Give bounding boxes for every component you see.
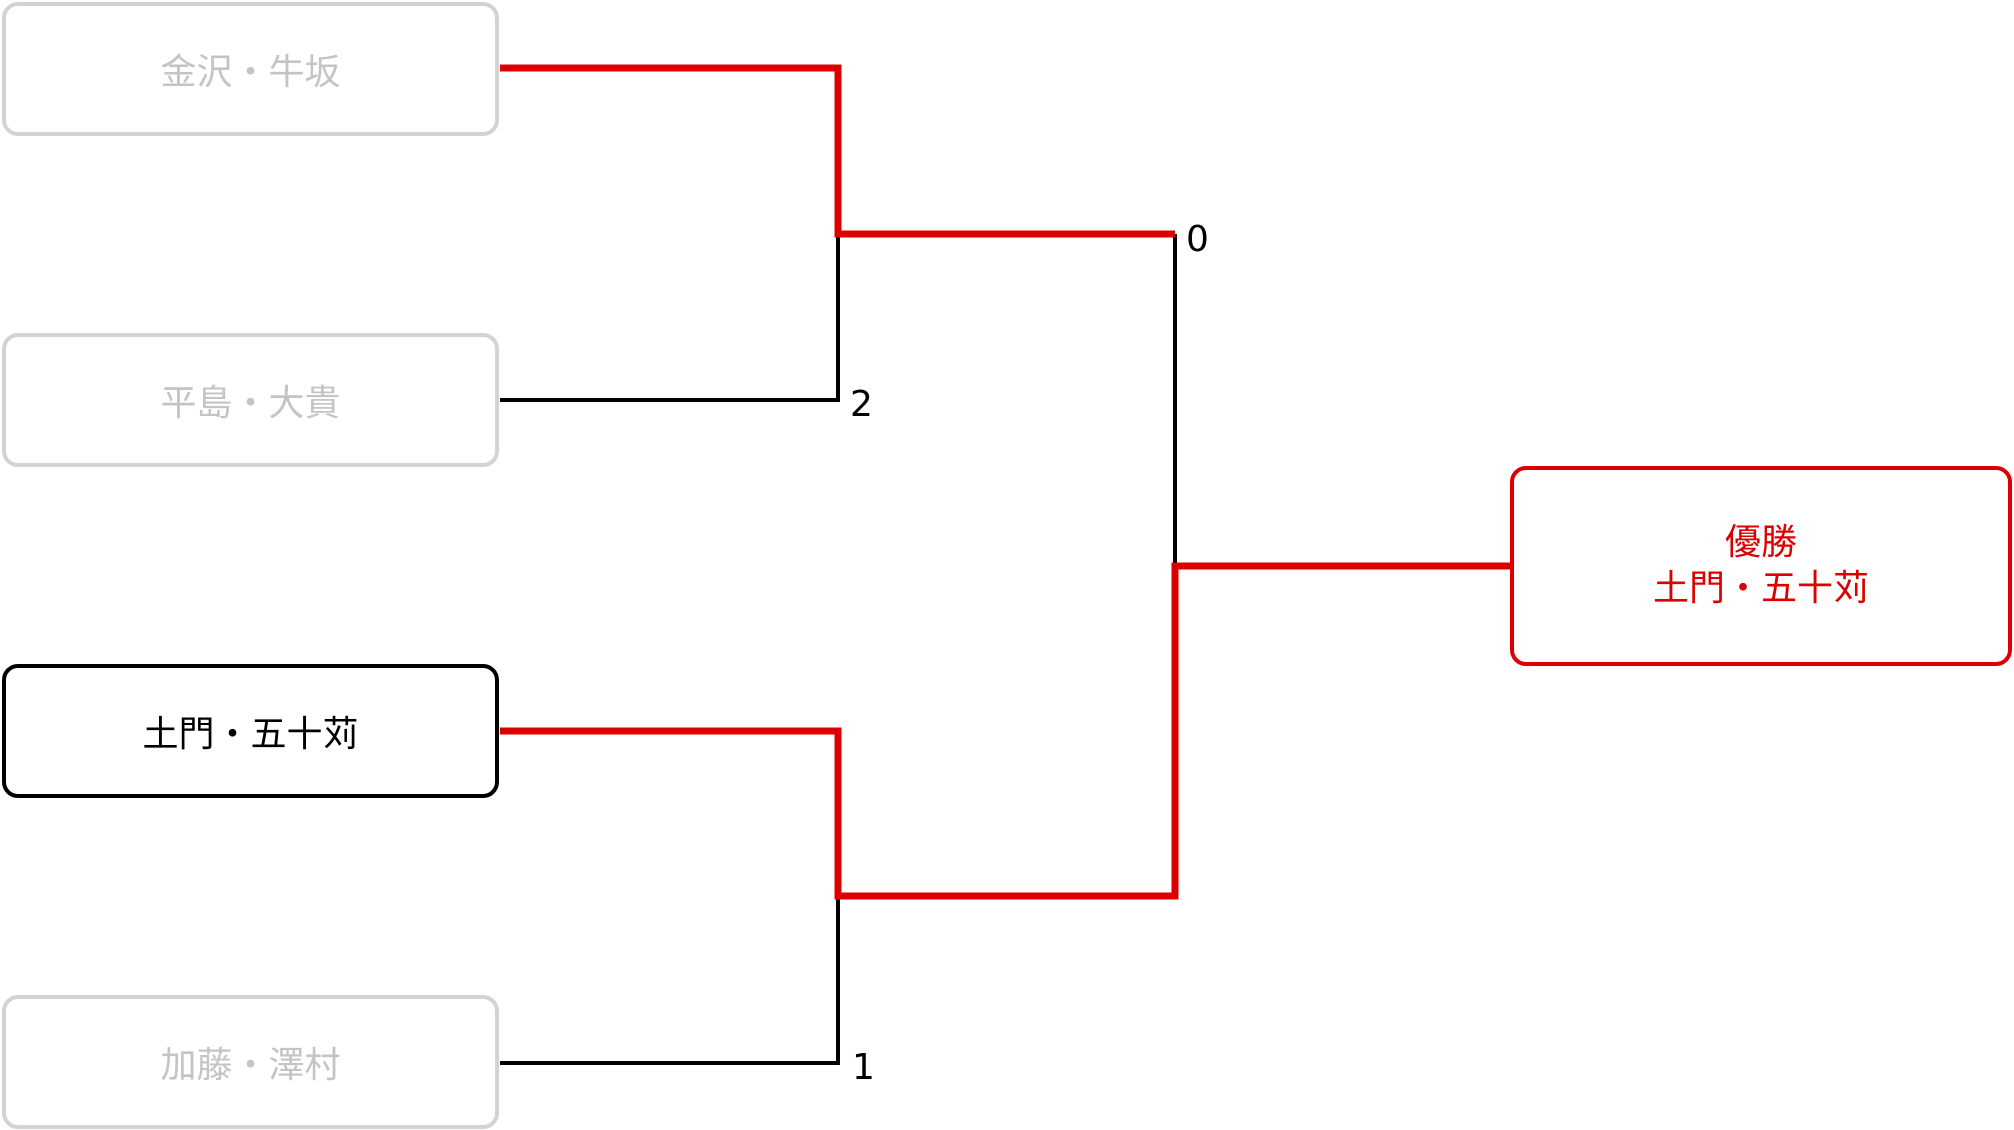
champion-box: 優勝 土門・五十苅 — [1510, 466, 2012, 666]
team-name: 平島・大貴 — [160, 383, 341, 424]
champion-label: 優勝 — [1724, 522, 1797, 563]
team-box-3: 土門・五十苅 — [2, 664, 499, 798]
team-box-4: 加藤・澤村 — [2, 995, 499, 1129]
team-name: 金沢・牛坂 — [160, 52, 341, 93]
team-name: 加藤・澤村 — [160, 1045, 341, 1086]
team-box-2: 平島・大貴 — [2, 333, 499, 467]
bracket-line-team2 — [500, 234, 840, 402]
champion-name: 土門・五十苅 — [1652, 568, 1869, 609]
bracket-line-team4 — [500, 896, 840, 1065]
bracket-line-team1-winner — [500, 64, 1175, 238]
team-name: 土門・五十苅 — [142, 714, 359, 755]
bracket-line-team3-winner — [500, 562, 1510, 900]
team-box-1: 金沢・牛坂 — [2, 2, 499, 136]
score-semifinal-2: 1 — [852, 1047, 875, 1088]
score-final: 0 — [1186, 219, 1209, 260]
score-semifinal-1: 2 — [850, 384, 873, 425]
